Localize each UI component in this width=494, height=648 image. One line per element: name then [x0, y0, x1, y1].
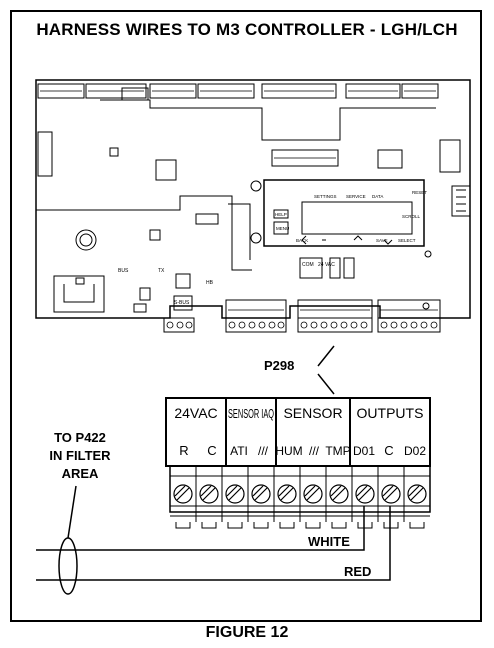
- terminal-tabs: [175, 522, 425, 529]
- pin-label-c: C: [207, 443, 216, 458]
- figure-frame: [10, 10, 482, 622]
- red-wire: [36, 506, 391, 581]
- button-settings-label: SETTINGS: [314, 194, 337, 199]
- pin-label-tmp: TMP: [325, 444, 350, 458]
- bus-label: BUS: [118, 268, 129, 274]
- button-scroll-label: SCROLL: [402, 214, 421, 219]
- terminal-dividers: [195, 466, 405, 522]
- sbus-label: S-BUS: [174, 300, 190, 306]
- button-menu-label: MENU: [276, 226, 289, 231]
- callout-line-2: IN FILTER: [49, 448, 111, 463]
- button-service-label: SERVICE: [346, 194, 366, 199]
- board-labels: SETTINGS SERVICE DATA RESET BACK SAVE SE…: [118, 190, 427, 306]
- p298-leader-lines: [317, 345, 335, 395]
- pin-label-unused-2: ///: [309, 444, 320, 458]
- callout-line-3: AREA: [62, 466, 99, 481]
- pin-label-hum: HUM: [275, 444, 302, 458]
- controller-board: [35, 79, 471, 333]
- com-label: COM: [302, 262, 314, 268]
- tx-label: TX: [158, 268, 165, 274]
- group-label-sensor: SENSOR: [283, 405, 342, 421]
- callout-leader-line: [67, 485, 77, 539]
- 24vac-board-label: 24 VAC: [318, 262, 335, 268]
- group-label-outputs: OUTPUTS: [357, 405, 424, 421]
- harness-bundle-ellipse: [58, 537, 78, 595]
- pin-label-unused-1: ///: [258, 444, 269, 458]
- board-screws: [166, 321, 438, 329]
- white-wire-label: WHITE: [308, 534, 350, 549]
- button-data-label: DATA: [372, 194, 383, 199]
- hb-label: HB: [206, 280, 214, 286]
- pin-label-d01: D01: [353, 444, 375, 458]
- pin-label-ati: ATI: [230, 444, 248, 458]
- button-select-label: SELECT: [398, 238, 416, 243]
- pin-label-r: R: [179, 443, 188, 458]
- connector-label-p298: P298: [264, 358, 294, 373]
- white-wire: [36, 506, 365, 551]
- figure-caption: FIGURE 12: [205, 624, 289, 641]
- button-help-label: HELP: [275, 212, 287, 217]
- terminal-screws: [173, 484, 427, 504]
- figure-title: HARNESS WIRES TO M3 CONTROLLER - LGH/LCH: [36, 20, 458, 39]
- terminal-block: [165, 397, 431, 517]
- callout-line-1: TO P422: [54, 430, 106, 445]
- group-label-sensor-iaq: SENSOR IAQ: [228, 406, 274, 421]
- button-back-label: BACK: [296, 238, 308, 243]
- red-wire-label: RED: [344, 564, 371, 579]
- pin-label-c-output: C: [384, 443, 393, 458]
- button-save-label: SAVE: [376, 238, 388, 243]
- group-label-24vac: 24VAC: [174, 405, 217, 421]
- button-reset-label: RESET: [412, 190, 427, 195]
- pin-label-d02: D02: [404, 444, 426, 458]
